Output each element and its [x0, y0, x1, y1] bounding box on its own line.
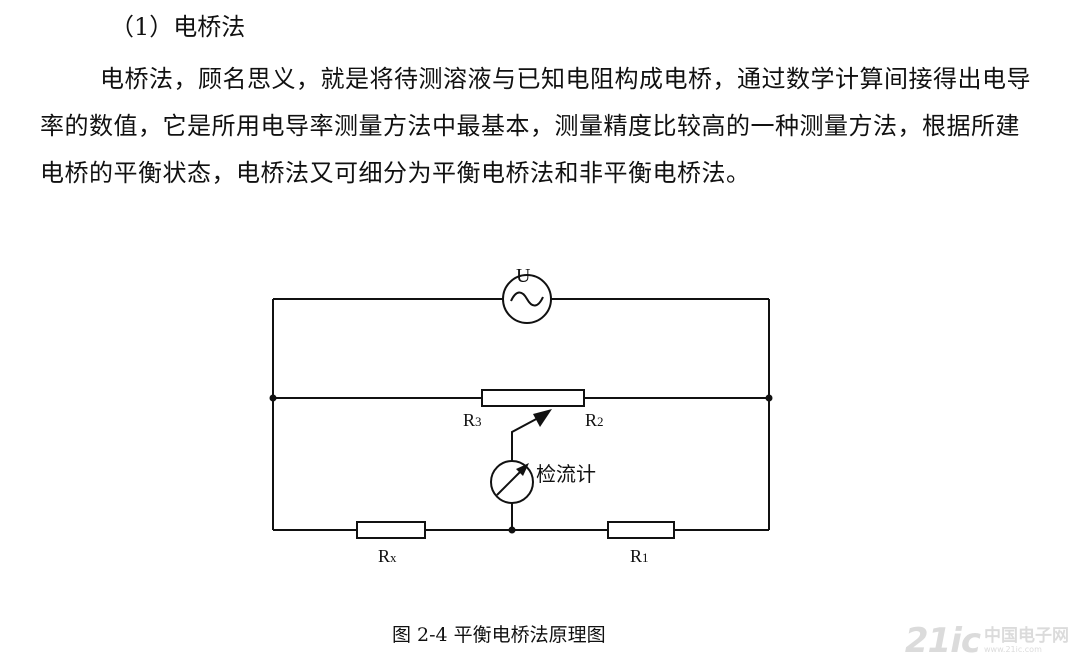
body-paragraph: 电桥法，顾名思义，就是将待测溶液与已知电阻构成电桥，通过数学计算间接得出电导率的… — [40, 65, 1031, 187]
watermark-text-block: 中国电子网 www.21ic.com — [984, 627, 1069, 655]
wiper-arrow-icon — [533, 409, 552, 427]
junction-left — [269, 394, 277, 402]
resistor-rx — [356, 521, 426, 539]
section-heading: （1）电桥法 — [110, 13, 246, 41]
resistor-r1 — [607, 521, 675, 539]
label-r2: R2 — [585, 410, 604, 430]
ac-source-icon — [502, 274, 552, 324]
galvanometer-arrow-icon — [516, 463, 529, 476]
galvanometer-upper-wire — [511, 416, 541, 462]
watermark-number: 21ic — [904, 621, 981, 661]
figure-caption: 图 2-4 平衡电桥法原理图 — [392, 624, 606, 646]
label-rx: Rx — [378, 546, 397, 566]
galvanometer-label: 检流计 — [536, 463, 596, 486]
potentiometer — [481, 389, 585, 407]
junction-bottom — [508, 526, 516, 534]
watermark-logo: 21ic 中国电子网 www.21ic.com — [905, 621, 1069, 661]
source-label: U — [516, 265, 531, 287]
label-r3: R3 — [463, 410, 482, 430]
watermark-url: www.21ic.com — [984, 645, 1042, 654]
label-r1: R1 — [630, 546, 649, 566]
watermark-chinese: 中国电子网 — [984, 626, 1069, 646]
junction-right — [765, 394, 773, 402]
